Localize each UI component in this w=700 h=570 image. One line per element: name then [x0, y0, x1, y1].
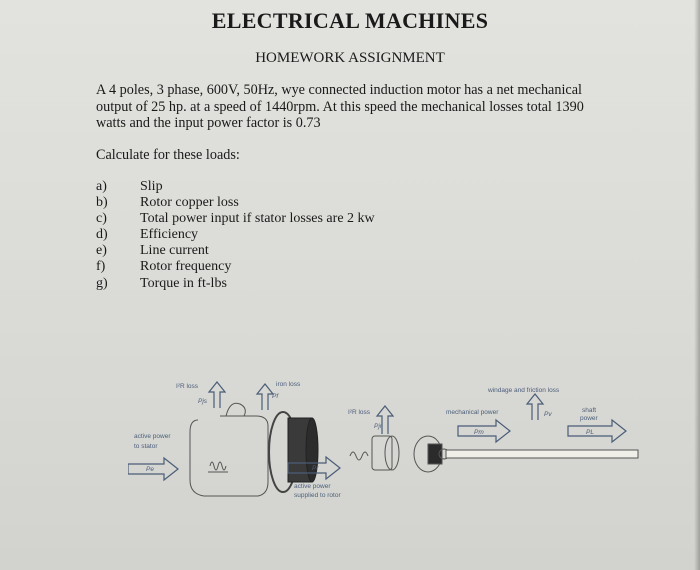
rotor-winding — [349, 451, 369, 461]
question-text: Rotor frequency — [140, 259, 232, 275]
question-letter: f) — [96, 259, 106, 275]
question-item: g) Torque in ft-lbs — [96, 276, 375, 292]
stator-loss-arrow — [207, 381, 227, 408]
windage-loss-label: windage and friction loss — [487, 387, 560, 394]
question-item: d) Efficiency — [96, 227, 375, 243]
question-letter: b) — [96, 195, 108, 211]
question-item: f) Rotor frequency — [96, 259, 375, 275]
shaft-power-label: shaft — [582, 407, 596, 414]
question-text: Line current — [140, 243, 209, 259]
windage-loss-arrow — [525, 393, 545, 420]
iron-loss-label: iron loss — [276, 381, 301, 388]
problem-statement: A 4 poles, 3 phase, 600V, 50Hz, wye conn… — [96, 82, 596, 132]
question-item: c) Total power input if stator losses ar… — [96, 211, 375, 227]
question-item: a) Slip — [96, 179, 375, 195]
windage-loss-symbol: Pv — [544, 411, 552, 418]
power-flow-diagram: I²R loss Pjs iron loss Pf active power t… — [128, 381, 639, 499]
question-list: a) Slip b) Rotor copper loss c) Total po… — [96, 179, 375, 292]
rotor-input-label: supplied to rotor — [294, 492, 341, 499]
mechanical-power-label: mechanical power — [446, 409, 499, 416]
problem-line: watts and the input power factor is 0.73 — [96, 115, 321, 131]
rotor-input-arrow — [287, 455, 341, 481]
page-subtitle: HOMEWORK ASSIGNMENT — [255, 50, 445, 66]
stator-terminal-bump — [225, 402, 246, 417]
question-letter: e) — [96, 243, 107, 259]
shaft-power-symbol: PL — [586, 429, 594, 436]
rotor-input-label: active power — [294, 483, 331, 490]
mechanical-power-arrow — [457, 418, 511, 444]
rotor-loss-arrow — [375, 405, 395, 434]
problem-line: A 4 poles, 3 phase, 600V, 50Hz, wye conn… — [96, 82, 582, 98]
rotor-loss-symbol: Pjr — [374, 423, 383, 430]
question-letter: a) — [96, 179, 107, 194]
question-text: Rotor copper loss — [140, 195, 239, 211]
stator-winding-symbol — [209, 461, 227, 471]
question-letter: d) — [96, 227, 108, 243]
question-text: Torque in ft-lbs — [140, 275, 227, 291]
stator-loss-label: I²R loss — [176, 383, 199, 390]
rotor-input-symbol: Pr — [312, 465, 319, 472]
shaft — [445, 449, 639, 459]
question-text: Slip — [140, 179, 163, 194]
question-item: b) Rotor copper loss — [96, 195, 375, 211]
stator-input-arrow — [128, 456, 179, 482]
stator-loss-symbol: Pjs — [198, 398, 208, 405]
stator-input-label: active power — [134, 433, 171, 440]
question-item: e) Line current — [96, 243, 375, 259]
question-text: Total power input if stator losses are 2… — [140, 211, 375, 227]
question-text: Efficiency — [140, 227, 199, 243]
page-edge-shadow — [694, 0, 700, 570]
page-title: ELECTRICAL MACHINES — [211, 8, 489, 33]
problem-line: output of 25 hp. at a speed of 1440rpm. … — [96, 98, 584, 115]
rotor-loss-label: I²R loss — [348, 409, 371, 416]
iron-loss-symbol: Pf — [272, 393, 279, 400]
stator-body — [189, 415, 269, 497]
shaft-power-label: power — [580, 415, 599, 422]
mechanical-power-symbol: Pm — [474, 429, 484, 436]
stator-input-label: to stator — [134, 443, 158, 450]
question-letter: c) — [96, 211, 107, 227]
stator-input-symbol: Pe — [146, 466, 154, 473]
calculate-label: Calculate for these loads: — [96, 147, 240, 163]
shaft-power-arrow — [567, 418, 627, 444]
iron-loss-arrow — [255, 383, 275, 410]
question-letter: g) — [96, 275, 108, 291]
